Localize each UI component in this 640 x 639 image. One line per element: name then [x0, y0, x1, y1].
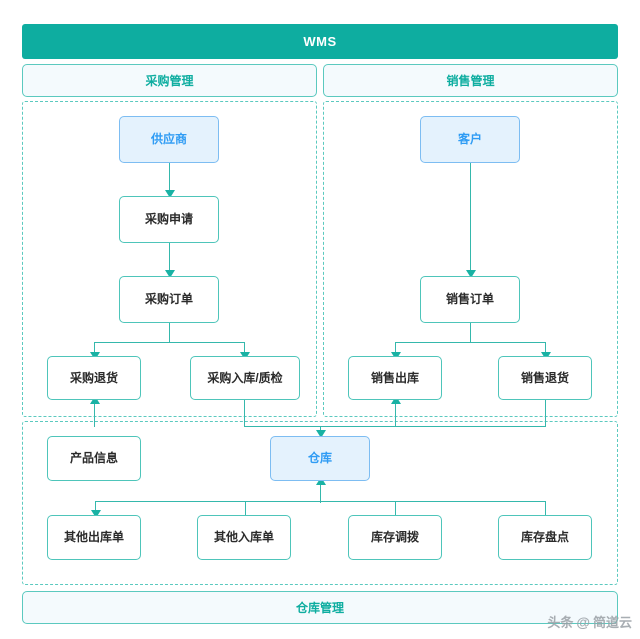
- node-stock-count[interactable]: 库存盘点: [498, 515, 592, 560]
- section-header-warehouse: 仓库管理: [22, 591, 618, 624]
- connector-sales-order-stem: [470, 323, 472, 343]
- region-sales: [323, 101, 618, 417]
- arrowhead-request-in: [164, 190, 175, 198]
- connector-stock-transfer-to-bus: [395, 501, 397, 516]
- node-sales-outbound[interactable]: 销售出库: [348, 356, 442, 400]
- connector-warehouse-to-purchase-return: [94, 400, 96, 427]
- arrowhead-warehouse-up: [315, 477, 326, 485]
- arrowhead-sales-order-in: [465, 270, 476, 278]
- arrowhead-sales-outbound-up: [390, 396, 401, 404]
- connector-sales-order-to-return: [545, 342, 547, 356]
- watermark-brand: 简道云: [592, 615, 632, 630]
- connector-request-to-order: [169, 243, 171, 277]
- connector-order-to-inbound: [244, 342, 246, 356]
- node-purchase-request[interactable]: 采购申请: [119, 196, 219, 243]
- connector-bus-to-other-outbound: [95, 501, 97, 514]
- connector-purchase-inbound-to-warehouse: [244, 400, 246, 427]
- node-other-outbound[interactable]: 其他出库单: [47, 515, 141, 560]
- connector-sales-order-bus: [395, 342, 546, 344]
- watermark: 头条 @ 简道云: [547, 612, 632, 631]
- node-stock-transfer[interactable]: 库存调拨: [348, 515, 442, 560]
- watermark-at-icon: @: [576, 613, 590, 630]
- connector-sales-return-to-warehouse: [545, 400, 547, 427]
- connector-supplier-to-request: [169, 163, 171, 197]
- region-warehouse: [22, 421, 618, 585]
- connector-order-stem: [169, 323, 171, 343]
- connector-warehouse-sub-bus: [95, 501, 545, 503]
- node-purchase-order[interactable]: 采购订单: [119, 276, 219, 323]
- connector-sales-order-to-outbound: [395, 342, 397, 356]
- connector-order-bus: [94, 342, 245, 344]
- connector-other-inbound-to-bus: [245, 501, 247, 516]
- node-product-info[interactable]: 产品信息: [47, 436, 141, 481]
- arrowhead-order-in: [164, 270, 175, 278]
- node-warehouse[interactable]: 仓库: [270, 436, 370, 481]
- connector-warehouse-to-sales-outbound: [395, 400, 397, 427]
- node-customer[interactable]: 客户: [420, 116, 520, 163]
- connector-customer-to-sales-order: [470, 163, 472, 277]
- node-purchase-inbound-qc[interactable]: 采购入库/质检: [190, 356, 300, 400]
- section-header-sales: 销售管理: [323, 64, 618, 97]
- arrowhead-purchase-return-up: [89, 396, 100, 404]
- node-supplier[interactable]: 供应商: [119, 116, 219, 163]
- node-purchase-return[interactable]: 采购退货: [47, 356, 141, 400]
- connector-warehouse-stem-down: [320, 481, 322, 503]
- arrowhead-warehouse-in: [315, 430, 326, 438]
- node-sales-return[interactable]: 销售退货: [498, 356, 592, 400]
- node-other-inbound[interactable]: 其他入库单: [197, 515, 291, 560]
- watermark-prefix: 头条: [547, 615, 574, 630]
- section-header-purchase: 采购管理: [22, 64, 317, 97]
- page-title: WMS: [22, 24, 618, 59]
- connector-stock-count-to-bus: [545, 501, 547, 516]
- region-purchase: [22, 101, 317, 417]
- node-sales-order[interactable]: 销售订单: [420, 276, 520, 323]
- connector-inbound-merge-bus: [244, 426, 545, 428]
- arrowhead-other-outbound-in: [90, 510, 101, 518]
- connector-order-to-return: [94, 342, 96, 356]
